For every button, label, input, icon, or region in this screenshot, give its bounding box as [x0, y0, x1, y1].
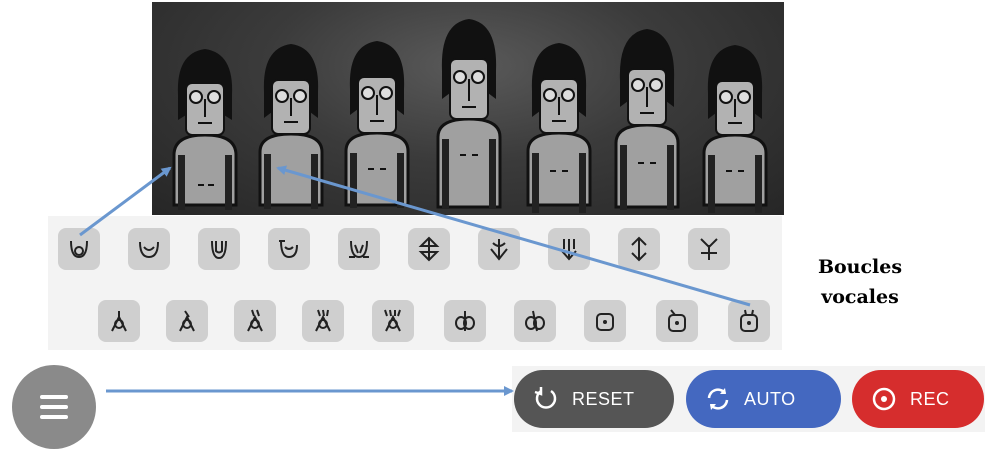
auto-refresh-icon [707, 388, 729, 410]
auto-button[interactable]: AUTO [686, 370, 841, 428]
loop-box-dot-feet-icon[interactable] [728, 300, 770, 342]
loop-u-feet-icon[interactable] [338, 228, 380, 270]
reset-icon [534, 387, 557, 409]
menu-bar-bottom [40, 415, 68, 419]
loop-u-hook-icon[interactable] [268, 228, 310, 270]
arrow-y-fork-icon[interactable] [688, 228, 730, 270]
loop-r-double-tick-icon[interactable] [234, 300, 276, 342]
reset-button[interactable]: RESET [514, 370, 674, 428]
arrow-split-up-down-icon[interactable] [408, 228, 450, 270]
loop-u-rounded-icon[interactable] [198, 228, 240, 270]
arrow-up-down-cup-icon[interactable] [618, 228, 660, 270]
caption-boucles-vocales: Boucles vocales [800, 252, 920, 312]
caption-line-1: Boucles [817, 256, 903, 278]
auto-label: AUTO [744, 388, 796, 409]
rec-button[interactable]: REC [852, 370, 984, 428]
rec-label: REC [910, 388, 950, 409]
character-4[interactable] [426, 7, 512, 215]
loop-phi-icon[interactable] [444, 300, 486, 342]
arrow-down-branch-icon[interactable] [548, 228, 590, 270]
character-1[interactable] [162, 35, 248, 215]
loop-u-cup-icon[interactable] [58, 228, 100, 270]
arrow-down-cup-icon[interactable] [478, 228, 520, 270]
character-stage[interactable] [152, 2, 784, 215]
menu-button[interactable] [12, 365, 96, 449]
reset-label: RESET [572, 388, 635, 409]
loop-u-open-icon[interactable] [128, 228, 170, 270]
character-2[interactable] [248, 30, 334, 215]
character-6[interactable] [604, 17, 690, 215]
caption-line-2: vocales [821, 286, 899, 308]
loop-r-quad-tick-icon[interactable] [372, 300, 414, 342]
loop-box-dot-icon[interactable] [584, 300, 626, 342]
menu-bar-middle [40, 405, 68, 409]
loop-r-person-icon[interactable] [98, 300, 140, 342]
character-3[interactable] [334, 27, 420, 215]
loop-phi-alt-icon[interactable] [514, 300, 556, 342]
loop-r-triple-tick-icon[interactable] [302, 300, 344, 342]
record-icon [872, 387, 896, 411]
character-5[interactable] [516, 29, 602, 215]
character-7[interactable] [692, 31, 778, 215]
loop-box-dot-hook-icon[interactable] [656, 300, 698, 342]
menu-bar-top [40, 395, 68, 399]
loop-r-tick-icon[interactable] [166, 300, 208, 342]
